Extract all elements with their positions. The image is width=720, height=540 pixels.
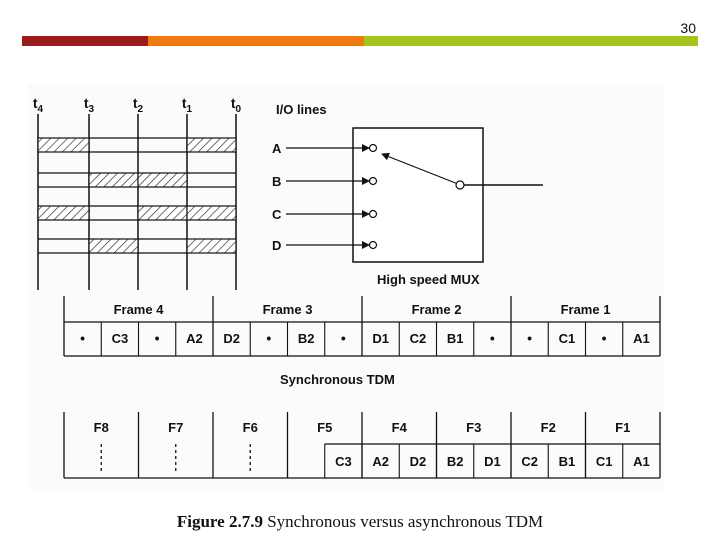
async-slot: A2 bbox=[372, 454, 389, 469]
time-block-a-2 bbox=[186, 137, 237, 153]
io-lines-title: I/O lines bbox=[276, 102, 327, 117]
accent-segment-red bbox=[22, 36, 148, 46]
slide-number: 30 bbox=[680, 20, 696, 36]
sync-frame-label: Frame 2 bbox=[412, 302, 462, 317]
time-label-subscript: 4 bbox=[38, 104, 44, 115]
time-label-t1: t1 bbox=[182, 95, 193, 115]
sync-slot: C1 bbox=[559, 331, 576, 346]
sync-slots: • C3 • A2 D2 • B2 • D1 C2 B1 • • C1 • A1 bbox=[64, 321, 660, 357]
figure-caption: Figure 2.7.9 Synchronous versus asynchro… bbox=[0, 512, 720, 532]
time-block-c-2 bbox=[137, 205, 188, 221]
time-label-base: t bbox=[231, 95, 236, 111]
sync-slot: • bbox=[266, 330, 271, 346]
async-slot: C2 bbox=[521, 454, 538, 469]
time-label-t0: t0 bbox=[231, 95, 242, 115]
async-slot: B1 bbox=[559, 454, 576, 469]
sync-slot: C3 bbox=[112, 331, 129, 346]
async-slot: D1 bbox=[484, 454, 501, 469]
sync-slot: D1 bbox=[372, 331, 389, 346]
sync-slot: • bbox=[527, 330, 532, 346]
synchronous-tdm-diagram: Frame 4 Frame 3 Frame 2 Frame 1 • C3 • A2 D2 • B2… bbox=[63, 296, 661, 387]
time-block-c-1 bbox=[37, 205, 90, 221]
time-block-d-2 bbox=[186, 238, 237, 254]
io-line-label-d: D bbox=[272, 238, 281, 253]
async-slot: D2 bbox=[410, 454, 427, 469]
async-frame-label: F5 bbox=[317, 420, 332, 435]
time-label-base: t bbox=[33, 95, 38, 111]
sync-slot: B2 bbox=[298, 331, 315, 346]
async-slot: B2 bbox=[447, 454, 464, 469]
time-label-subscript: 1 bbox=[187, 104, 193, 115]
io-line-label-a: A bbox=[272, 141, 282, 156]
sync-frame-label: Frame 1 bbox=[561, 302, 611, 317]
sync-slot: • bbox=[490, 330, 495, 346]
async-slots: C3 A2 D2 B2 D1 C2 B1 C1 A1 bbox=[324, 443, 660, 478]
time-label-t2: t2 bbox=[133, 95, 144, 115]
asynchronous-tdm-diagram: F8 F7 F6 F5 F4 F3 F2 F1 C3 A2 D2 B2 D1 C2 B1 C1 A1 bbox=[63, 412, 661, 479]
time-label-subscript: 0 bbox=[236, 104, 242, 115]
mux-diagram: I/O lines High speed MUX A B C D bbox=[272, 102, 543, 287]
sync-slot: • bbox=[602, 330, 607, 346]
async-frame-label: F3 bbox=[466, 420, 481, 435]
time-block-b-2 bbox=[137, 172, 188, 188]
sync-frame-label: Frame 3 bbox=[263, 302, 313, 317]
io-contact-c bbox=[368, 209, 378, 219]
async-frame-label: F8 bbox=[94, 420, 109, 435]
io-contact-d bbox=[368, 240, 378, 250]
time-block-c-3 bbox=[186, 205, 237, 221]
time-block-a-1 bbox=[37, 137, 90, 153]
mux-label: High speed MUX bbox=[377, 272, 480, 287]
io-lines: A B C D bbox=[272, 141, 378, 253]
sync-frame-labels: Frame 4 Frame 3 Frame 2 Frame 1 bbox=[63, 296, 661, 356]
io-contact-b bbox=[368, 176, 378, 186]
sync-slot: D2 bbox=[223, 331, 240, 346]
sync-tdm-label: Synchronous TDM bbox=[280, 372, 395, 387]
async-frame-label: F1 bbox=[615, 420, 630, 435]
sync-slot: • bbox=[80, 330, 85, 346]
async-frame-label: F4 bbox=[392, 420, 408, 435]
time-label-subscript: 2 bbox=[138, 104, 144, 115]
io-contact-a bbox=[368, 143, 378, 153]
figure-number: Figure 2.7.9 bbox=[176, 512, 263, 531]
time-label-base: t bbox=[182, 95, 187, 111]
time-label-t4: t4 bbox=[33, 95, 44, 115]
mux-switch-pivot bbox=[455, 180, 465, 190]
sync-slot: A1 bbox=[633, 331, 650, 346]
io-line-label-b: B bbox=[272, 174, 281, 189]
sync-frame-label: Frame 4 bbox=[114, 302, 165, 317]
time-label-base: t bbox=[133, 95, 138, 111]
async-slot: C1 bbox=[596, 454, 613, 469]
sync-slot: • bbox=[155, 330, 160, 346]
accent-segment-orange bbox=[148, 36, 364, 46]
sync-slot: • bbox=[341, 330, 346, 346]
time-block-b-1 bbox=[88, 172, 139, 188]
time-label-base: t bbox=[84, 95, 89, 111]
async-slot: A1 bbox=[633, 454, 650, 469]
async-slot: C3 bbox=[335, 454, 352, 469]
accent-bar bbox=[22, 36, 698, 46]
sync-slot: B1 bbox=[447, 331, 464, 346]
time-label-subscript: 3 bbox=[89, 104, 95, 115]
time-label-t3: t3 bbox=[84, 95, 95, 115]
async-frame-label: F6 bbox=[243, 420, 258, 435]
accent-segment-green bbox=[364, 36, 698, 46]
sync-slot: C2 bbox=[410, 331, 427, 346]
figure-caption-text: Synchronous versus asynchronous TDM bbox=[267, 512, 544, 531]
io-line-label-c: C bbox=[272, 207, 282, 222]
sync-slot: A2 bbox=[186, 331, 203, 346]
async-frame-label: F2 bbox=[541, 420, 556, 435]
time-block-d-1 bbox=[88, 238, 139, 254]
mux-switch-arm bbox=[381, 152, 459, 185]
async-frame-label: F7 bbox=[168, 420, 183, 435]
